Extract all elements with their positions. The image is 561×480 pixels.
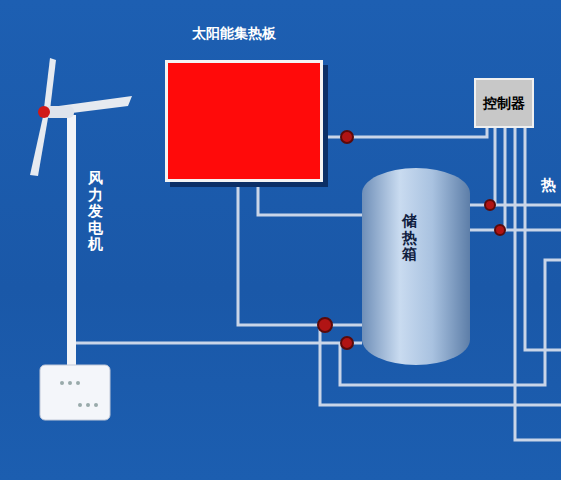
cut-label: 热 bbox=[541, 176, 556, 195]
storage-tank: 储热箱 bbox=[362, 168, 470, 365]
node-label: 控制器 bbox=[483, 95, 525, 113]
pipe-connector bbox=[238, 182, 362, 325]
controller-box: 控制器 bbox=[474, 78, 534, 128]
node-label: 储热箱 bbox=[402, 213, 417, 263]
pipe-connector bbox=[258, 182, 362, 215]
wind-turbine bbox=[30, 58, 132, 370]
pipe-connector bbox=[470, 128, 505, 230]
turbine-label: 风力发电机 bbox=[88, 170, 103, 253]
inverter-box bbox=[40, 365, 110, 420]
pipe-connector bbox=[470, 128, 495, 205]
solar-collector: 太阳能集热板 bbox=[165, 60, 323, 182]
node-label: 太阳能集热板 bbox=[192, 25, 276, 43]
